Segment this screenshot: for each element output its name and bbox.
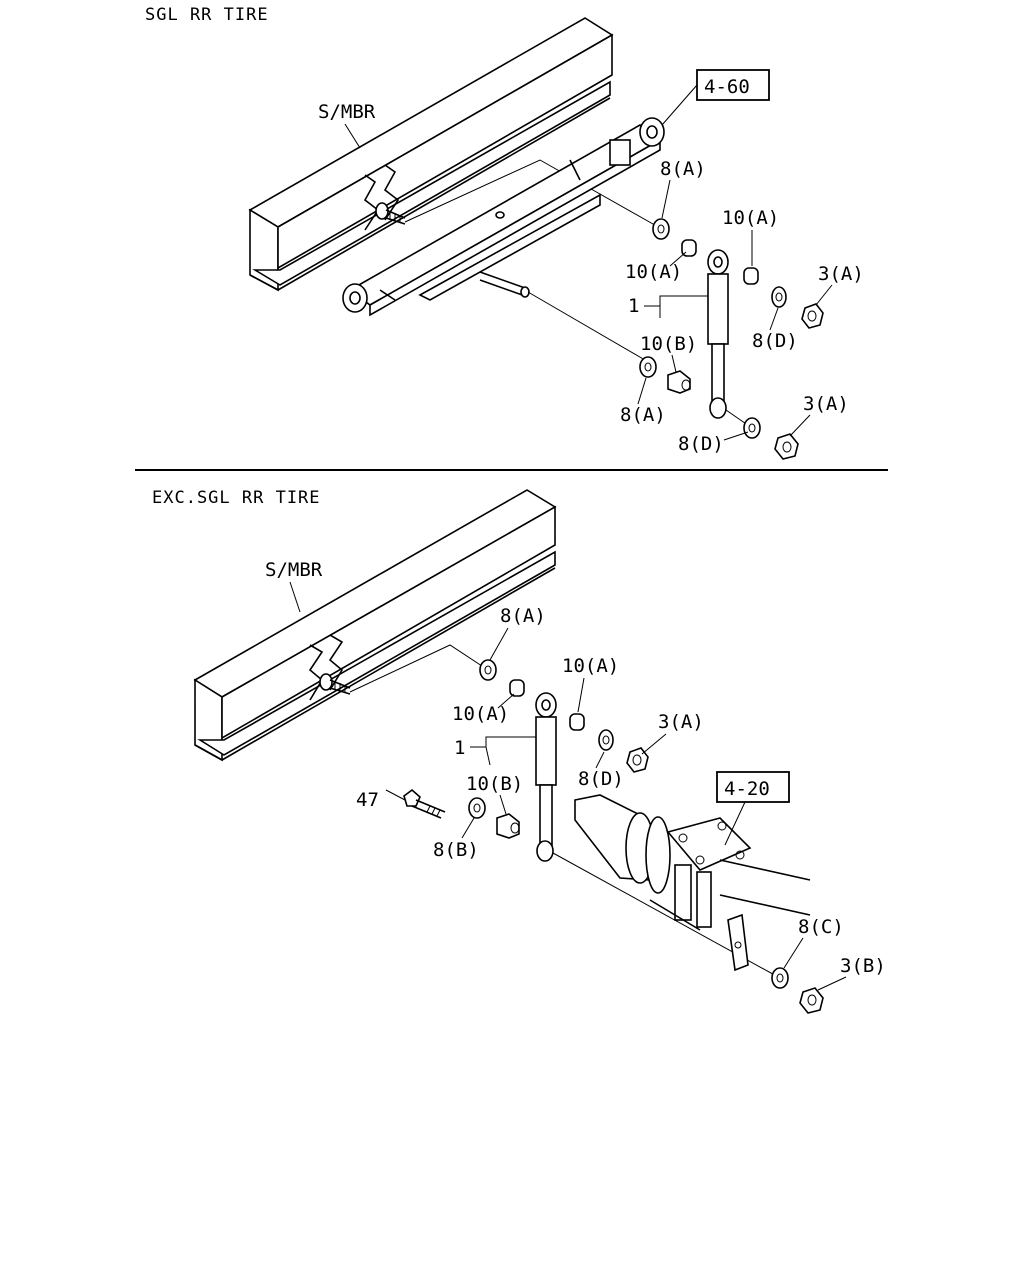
washer-8c-bottom [771, 967, 789, 989]
callout-bottom-10a-right: 10(A) [562, 655, 619, 677]
bushing-10a-left-bottom [509, 679, 525, 697]
ref-box-4-20 [716, 771, 790, 803]
section-title-sgl-rr-tire: SGL RR TIRE [145, 5, 269, 25]
bushing-10b-top [667, 370, 691, 394]
section-title-exc-sgl-rr-tire: EXC.SGL RR TIRE [152, 488, 321, 508]
callout-bottom-8b: 8(B) [433, 839, 479, 861]
leader-frame-top [344, 123, 361, 149]
callout-bottom-10b: 10(B) [466, 773, 523, 795]
washer-8a-upper-top [652, 218, 670, 240]
leaf-spring-top [342, 117, 665, 317]
frame-bolt-bottom [319, 644, 489, 695]
side-member-frame-bottom [193, 489, 557, 762]
shock-absorber-bottom [535, 692, 781, 979]
washer-8b-bottom [468, 797, 486, 819]
callout-bottom-8d: 8(D) [578, 768, 624, 790]
callout-top-10a-left: 10(A) [625, 261, 682, 283]
hardware-bottom [403, 659, 824, 1014]
side-member-frame-top [248, 17, 614, 292]
leader-ref-4-60 [661, 84, 698, 126]
washer-8d-upper-top [771, 286, 787, 308]
callout-top-8a-upper: 8(A) [660, 158, 706, 180]
nut-3b-bottom [799, 987, 824, 1014]
frame-label-bottom: S/MBR [265, 559, 323, 581]
washer-8d-bottom [598, 729, 614, 751]
callout-bottom-8c: 8(C) [798, 916, 844, 938]
callout-top-8d-lower: 8(D) [678, 433, 724, 455]
callout-top-10a-right: 10(A) [722, 207, 779, 229]
callout-top-8d-upper: 8(D) [752, 330, 798, 352]
washer-8a-bottom [479, 659, 497, 681]
washer-8d-lower-top [743, 417, 761, 439]
callout-top-8a-lower: 8(A) [620, 404, 666, 426]
callout-bottom-3b: 3(B) [840, 955, 886, 977]
nut-3a-upper-top [801, 303, 824, 329]
callout-bottom-47: 47 [356, 789, 379, 811]
callout-bottom-10a-left: 10(A) [452, 703, 509, 725]
ref-box-4-60 [696, 69, 770, 101]
ref-box-label-4-60: 4-60 [704, 76, 750, 98]
callout-top-10b: 10(B) [640, 333, 697, 355]
callout-bottom-8a: 8(A) [500, 605, 546, 627]
callout-bottom-3a: 3(A) [658, 711, 704, 733]
frame-label-top: S/MBR [318, 101, 376, 123]
axle-housing-bottom [574, 794, 811, 972]
leader-ref-4-20 [724, 801, 746, 846]
frame-bolt-top [375, 159, 661, 229]
bushing-10a-right-bottom [569, 713, 585, 731]
callout-top-3a-upper: 3(A) [818, 263, 864, 285]
callout-top-3a-lower: 3(A) [803, 393, 849, 415]
nut-3a-lower-top [774, 433, 799, 460]
ref-box-label-4-20: 4-20 [724, 778, 770, 800]
callout-bottom-1: 1 [454, 737, 465, 759]
washer-8a-lower-top [639, 356, 657, 378]
axle-stub-top [479, 271, 646, 361]
leader-frame-bottom [289, 581, 301, 613]
shock-absorber-top [707, 249, 753, 429]
bushing-10b-bottom [496, 813, 520, 839]
bolt-47 [403, 788, 446, 819]
callout-top-1: 1 [628, 295, 639, 317]
bushing-10a-right-top [743, 267, 759, 285]
